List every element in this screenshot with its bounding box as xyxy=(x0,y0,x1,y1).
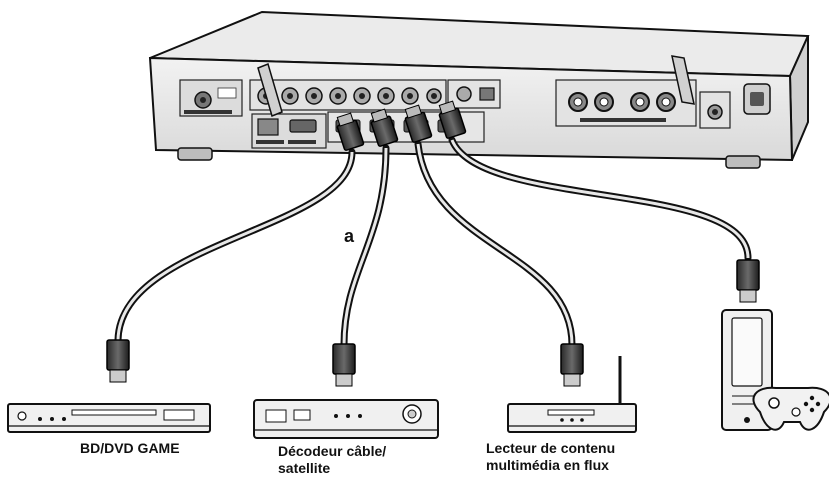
label-line: BD/DVD GAME xyxy=(80,440,180,456)
hdmi-plug xyxy=(438,100,467,139)
label-line: multimédia en flux xyxy=(486,457,609,473)
label-line: Décodeur câble/ xyxy=(278,443,387,459)
hdmi-cables xyxy=(114,136,752,349)
digital-input-block xyxy=(447,79,501,109)
label-line: satellite xyxy=(278,460,331,476)
hdmi-plug xyxy=(560,343,584,387)
av-receiver xyxy=(148,10,810,169)
label-cable-satellite-decoder: Décodeur câble/ satellite xyxy=(278,443,386,477)
label-line: Lecteur de contenu xyxy=(486,440,616,456)
speaker-terminals xyxy=(555,79,697,127)
subwoofer-output xyxy=(699,91,731,129)
cable-satellite-decoder xyxy=(253,399,439,439)
streaming-media-player xyxy=(507,356,637,433)
ethernet-port xyxy=(257,118,279,136)
hdmi-plug xyxy=(106,339,130,383)
network-hdmi-out-block xyxy=(251,113,327,149)
wireless-antenna-right xyxy=(671,55,695,105)
receiver-foot-left xyxy=(177,147,213,161)
game-controller-icon xyxy=(752,386,829,431)
power-inlet xyxy=(743,83,771,115)
hdmi-plug xyxy=(332,343,356,387)
receiver-side-plugs xyxy=(336,100,467,151)
hdmi-cable-decoder xyxy=(340,144,390,349)
hdmi-cable-bd-dvd xyxy=(114,148,356,344)
hdmi-plug xyxy=(370,108,399,147)
fm-antenna-terminal xyxy=(179,79,243,117)
receiver-foot-right xyxy=(725,155,761,169)
hdmi-plug xyxy=(736,259,760,303)
label-streaming-media-player: Lecteur de contenu multimédia en flux xyxy=(486,440,615,474)
bd-dvd-player xyxy=(7,403,211,433)
hdmi-out-port xyxy=(289,119,317,133)
hdmi-plug xyxy=(336,112,365,151)
label-bd-dvd-game: BD/DVD GAME xyxy=(80,440,180,457)
wireless-antenna-left xyxy=(257,62,283,118)
callout-label-a: a xyxy=(344,226,355,246)
device-side-plugs xyxy=(106,259,760,387)
hdmi-plug xyxy=(404,104,433,143)
